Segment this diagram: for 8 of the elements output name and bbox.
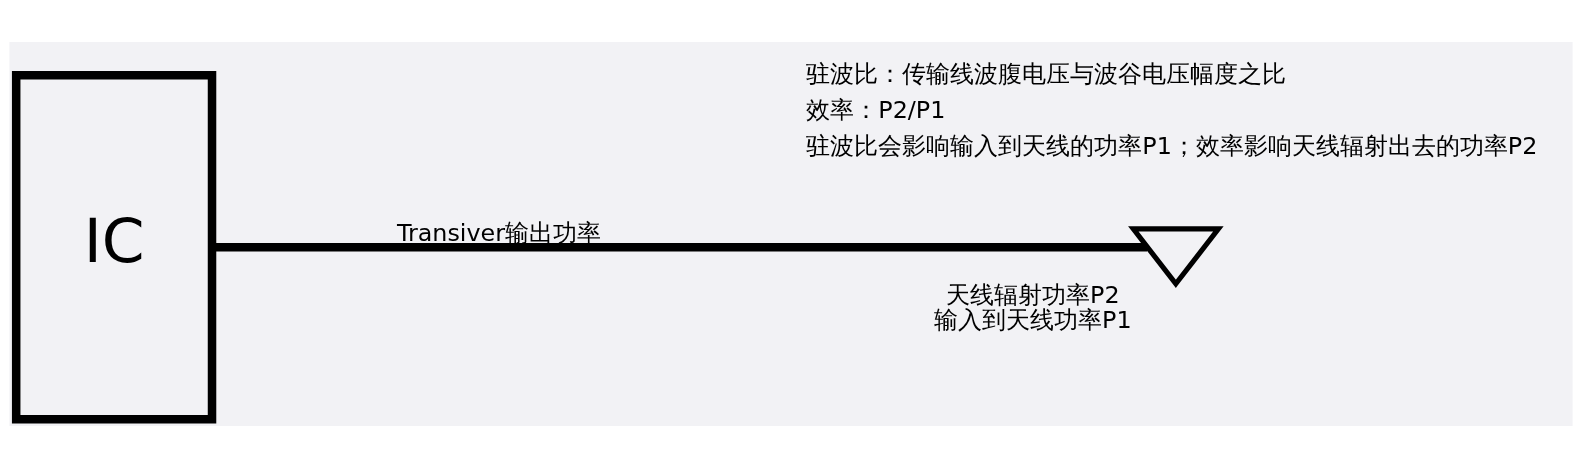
label: 驻波比会影响输入到天线的功率P1；效率影响天线辐射出去的功率P2 [806,131,1538,160]
node-box: IC [11,70,217,424]
node-triangle [1128,226,1224,288]
label: 驻波比：传输线波腹电压与波谷电压幅度之比 [806,60,1287,89]
node-label: 输入到天线功率P1 [934,306,1132,335]
label: 效率：P2/P1 [806,96,946,125]
edge-label: Transiver输出功率 [396,218,602,247]
node-label: 天线辐射功率P2 [946,280,1120,309]
